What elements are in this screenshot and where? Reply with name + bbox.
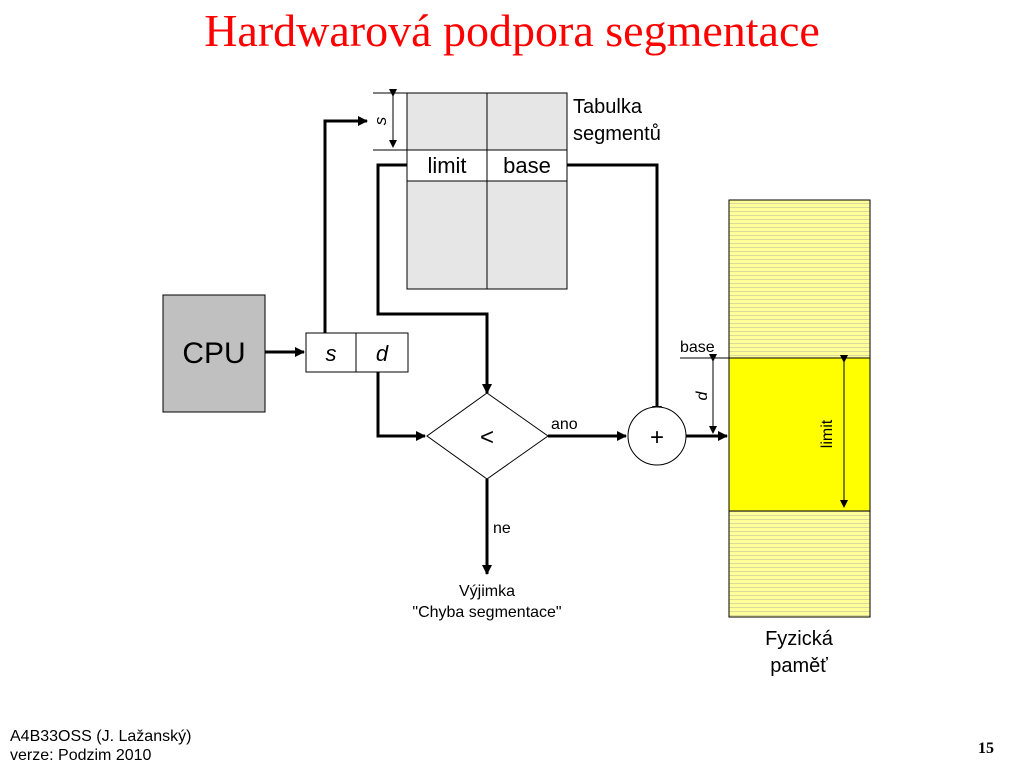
table-base-label: base	[503, 153, 551, 178]
yes-label: ano	[551, 416, 578, 433]
physical-memory: Fyzická paměť	[728, 199, 871, 677]
table-title-line2: segmentů	[573, 123, 661, 145]
offset-to-comparator-arrow	[376, 372, 426, 441]
footer-info: A4B33OSS (J. Lažanský) verze: Podzim 201…	[10, 727, 191, 765]
segment-table: limit base Tabulka segmentů	[406, 92, 661, 290]
comparator-symbol: <	[480, 424, 494, 451]
memory-title-line1: Fyzická	[765, 628, 834, 650]
address-d-label: d	[376, 341, 389, 366]
memory-segment	[728, 357, 871, 512]
segment-index-arrow	[323, 116, 368, 333]
table-title-line1: Tabulka	[573, 96, 643, 118]
page-number: 15	[978, 740, 994, 757]
limit-to-comparator-arrow	[376, 163, 492, 394]
exception-line1: Výjimka	[459, 583, 515, 600]
logical-address: s d	[305, 332, 409, 373]
comparator-diamond: <	[426, 392, 549, 480]
cpu-box: CPU	[162, 294, 266, 413]
address-s-label: s	[326, 341, 337, 366]
table-limit-label: limit	[427, 153, 466, 178]
table-index-label: s	[371, 116, 390, 125]
adder-symbol: +	[650, 424, 664, 451]
footer-version: verze: Podzim 2010	[10, 747, 152, 764]
adder-circle: +	[627, 406, 687, 466]
memory-offset-label: d	[694, 390, 711, 400]
base-to-adder-arrow	[567, 163, 662, 416]
memory-limit-label: limit	[819, 419, 836, 448]
memory-title-line2: paměť	[770, 655, 828, 677]
slide-title: Hardwarová podpora segmentace	[204, 5, 820, 56]
cpu-label: CPU	[182, 337, 245, 370]
exception-line2: "Chyba segmentace"	[412, 604, 561, 621]
no-label: ne	[493, 520, 511, 537]
memory-base-label: base	[680, 339, 715, 356]
footer-course: A4B33OSS (J. Lažanský)	[10, 728, 192, 745]
table-index-dimension: s	[371, 89, 407, 151]
